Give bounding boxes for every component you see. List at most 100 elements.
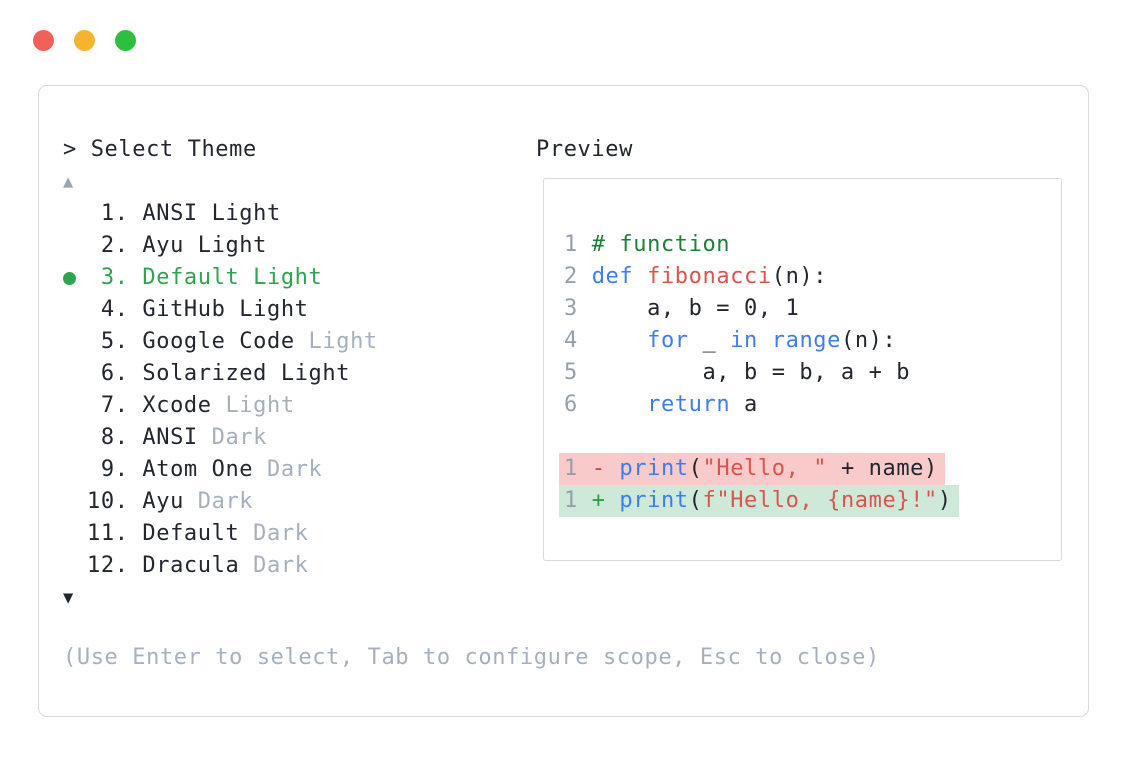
theme-picker-panel: > Select Theme ▲ 1. ANSI Light 2. Ayu Li…	[38, 85, 1089, 717]
code-line: 6 return a	[564, 389, 959, 421]
code-line: 4 for _ in range(n):	[564, 325, 959, 357]
theme-list-item[interactable]: 11. Default Dark	[63, 518, 378, 550]
code-token-plain	[592, 392, 647, 417]
code-token-plain: (n):	[771, 264, 828, 289]
code-line: 1 # function	[564, 229, 959, 261]
code-token-plain	[592, 328, 647, 353]
theme-list-item[interactable]: 12. Dracula Dark	[63, 550, 378, 582]
line-number: 4	[564, 328, 592, 353]
code-token-keyword: def	[591, 264, 634, 289]
code-token-plain: + name)	[827, 456, 938, 481]
theme-list: 1. ANSI Light 2. Ayu Light 3. Default Li…	[63, 198, 378, 582]
code-token-comment: # function	[591, 232, 731, 257]
bullet-spacer	[63, 454, 87, 486]
line-number: 1	[564, 488, 592, 513]
theme-item-variant: Light	[294, 329, 378, 354]
zoom-button[interactable]	[115, 30, 136, 51]
line-number: 1	[564, 232, 592, 257]
theme-item-label: 7. Xcode	[87, 393, 212, 418]
minimize-button[interactable]	[74, 30, 95, 51]
code-line: 3 a, b = 0, 1	[564, 293, 959, 325]
theme-list-item[interactable]: 6. Solarized Light	[63, 358, 378, 390]
theme-item-variant: Light	[211, 393, 295, 418]
code-token-plain: a, b = 0, 1	[591, 296, 800, 321]
code-token-plain: a	[730, 392, 758, 417]
diff-removed-highlight: 1 - print("Hello, " + name)	[559, 453, 945, 485]
theme-item-variant: Dark	[239, 553, 309, 578]
bullet-spacer	[63, 550, 87, 582]
code-token-plain: (	[688, 456, 703, 481]
preview-label: Preview	[536, 137, 633, 162]
code-token-keyword: print	[619, 488, 689, 513]
line-number: 3	[564, 296, 592, 321]
code-line: 1 - print("Hello, " + name)	[559, 453, 959, 485]
scroll-down-icon[interactable]: ▼	[63, 588, 74, 608]
theme-item-label: 4. GitHub Light	[87, 297, 309, 322]
keyboard-hint: (Use Enter to select, Tab to configure s…	[63, 645, 880, 670]
code-token-plain: )	[937, 488, 952, 513]
bullet-spacer	[63, 230, 87, 262]
code-token-keyword: for	[647, 328, 689, 353]
code-token-red: fibonacci	[647, 264, 772, 289]
bullet-spacer	[63, 518, 87, 550]
theme-list-item[interactable]: 2. Ayu Light	[63, 230, 378, 262]
theme-list-item[interactable]: 8. ANSI Dark	[63, 422, 378, 454]
code-token-plain: (n):	[840, 328, 897, 353]
theme-item-label: 9. Atom One	[87, 457, 254, 482]
picker-title: > Select Theme	[63, 137, 257, 162]
bullet-spacer	[63, 294, 87, 326]
theme-item-label: 6. Solarized Light	[87, 361, 351, 386]
line-number: 1	[564, 456, 592, 481]
code-line: 2 def fibonacci(n):	[564, 261, 959, 293]
line-number: 6	[564, 392, 592, 417]
code-token-plain: _	[688, 328, 731, 353]
theme-list-item[interactable]: 3. Default Light	[63, 262, 378, 294]
theme-list-item[interactable]: 5. Google Code Light	[63, 326, 378, 358]
code-token-plus: +	[591, 488, 620, 513]
theme-item-label: 8. ANSI	[87, 425, 198, 450]
theme-item-label: 3. Default Light	[87, 265, 323, 290]
theme-list-item[interactable]: 9. Atom One Dark	[63, 454, 378, 486]
bullet-spacer	[63, 198, 87, 230]
theme-item-label: 11. Default	[87, 521, 240, 546]
code-token-red: f"Hello, {name}!"	[702, 488, 938, 513]
theme-item-label: 2. Ayu Light	[87, 233, 267, 258]
bullet-spacer	[63, 358, 87, 390]
theme-list-item[interactable]: 4. GitHub Light	[63, 294, 378, 326]
theme-item-label: 10. Ayu	[87, 489, 184, 514]
code-token-keyword: return	[647, 392, 731, 417]
bullet-spacer	[63, 486, 87, 518]
code-token-plain: a, b = b, a + b	[591, 360, 911, 385]
bullet-spacer	[63, 326, 87, 358]
code-token-plain: (	[688, 488, 703, 513]
diff-added-highlight: 1 + print(f"Hello, {name}!")	[559, 485, 959, 517]
scroll-up-icon[interactable]: ▲	[63, 172, 74, 192]
code-line: 5 a, b = b, a + b	[564, 357, 959, 389]
selected-dot-icon	[63, 271, 76, 285]
theme-item-label: 5. Google Code	[87, 329, 295, 354]
theme-list-item[interactable]: 1. ANSI Light	[63, 198, 378, 230]
bullet-spacer	[63, 422, 87, 454]
traffic-lights	[33, 30, 136, 51]
theme-item-variant: Dark	[183, 489, 254, 514]
theme-item-label: 12. Dracula	[87, 553, 240, 578]
code-token-red: "Hello, "	[702, 456, 828, 481]
theme-item-label: 1. ANSI Light	[87, 201, 281, 226]
code-token-keyword: in	[730, 328, 758, 353]
theme-item-variant: Dark	[239, 521, 309, 546]
theme-list-item[interactable]: 7. Xcode Light	[63, 390, 378, 422]
code-token-keyword: print	[619, 456, 689, 481]
close-button[interactable]	[33, 30, 54, 51]
code-line: 1 + print(f"Hello, {name}!")	[559, 485, 959, 517]
code-token-minus: -	[591, 456, 620, 481]
code-token-plain	[633, 264, 647, 289]
bullet-spacer	[63, 390, 87, 422]
theme-list-item[interactable]: 10. Ayu Dark	[63, 486, 378, 518]
theme-item-variant: Dark	[253, 457, 323, 482]
code-token-plain	[758, 328, 772, 353]
selected-indicator-dot	[63, 262, 87, 294]
line-number: 5	[564, 360, 592, 385]
code-line	[564, 421, 959, 453]
